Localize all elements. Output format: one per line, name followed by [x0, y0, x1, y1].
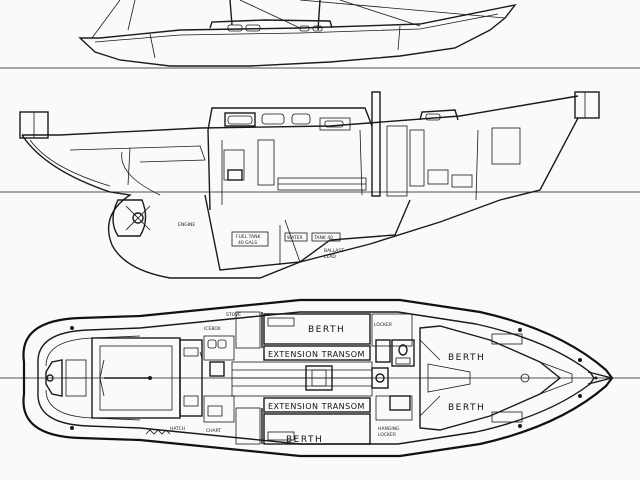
berth-upper: [263, 313, 371, 345]
propeller: [132, 212, 144, 224]
extension-transom-lower-label: EXTENSION TRANSOM: [268, 402, 365, 411]
svg-text:CHART: CHART: [206, 428, 221, 434]
sheer-line: [22, 95, 579, 136]
galley: [203, 335, 235, 361]
svg-text:WATER: WATER: [287, 235, 303, 241]
keel: [204, 194, 411, 271]
saloon-sole: [231, 361, 373, 397]
accommodation-profile-view: FUEL TANK 40 GALS WATER TANK 40 BALLAST …: [0, 91, 640, 279]
berth-lower-label: BERTH: [286, 435, 323, 445]
saloon-table: [305, 365, 333, 391]
berth-lower: [263, 413, 371, 445]
svg-text:HATCH: HATCH: [170, 426, 185, 432]
svg-text:BALLAST: BALLAST: [324, 248, 344, 254]
settee-port: [263, 397, 371, 413]
v-berth: [419, 325, 562, 431]
settee-starboard: [263, 345, 371, 361]
mast-step: [375, 373, 385, 383]
svg-text:40 GALS: 40 GALS: [238, 240, 257, 246]
berth-fwd-upper-label: BERTH: [448, 353, 485, 363]
chart-table: [203, 395, 235, 423]
profile-hull: [78, 3, 517, 67]
berth-fwd-lower-label: BERTH: [448, 403, 485, 413]
svg-text:ENGINE: ENGINE: [178, 222, 195, 228]
svg-text:TANK 40: TANK 40: [313, 235, 333, 241]
svg-text:LOCKER: LOCKER: [374, 322, 392, 328]
svg-text:ICEBOX: ICEBOX: [204, 326, 221, 332]
accommodation-plan-view: HATCH ICEBOX STOVE CHART EXTENSION TRANS…: [0, 298, 640, 458]
svg-text:FUEL TANK: FUEL TANK: [236, 234, 262, 240]
rudder: [112, 199, 147, 237]
svg-text:LOCKER: LOCKER: [378, 432, 396, 438]
berth-upper-label: BERTH: [308, 325, 345, 335]
cabin-trunk: [207, 107, 373, 131]
profile-hull-section: [21, 117, 579, 279]
svg-text:LEAD: LEAD: [324, 254, 336, 260]
plan-hull-outline: [22, 298, 614, 458]
svg-text:STOVE: STOVE: [226, 312, 241, 318]
svg-text:HANGING: HANGING: [378, 426, 400, 432]
mast: [371, 91, 381, 197]
head: [391, 339, 415, 367]
extension-transom-upper-label: EXTENSION TRANSOM: [268, 350, 365, 359]
sail-plan-view: [0, 0, 640, 69]
